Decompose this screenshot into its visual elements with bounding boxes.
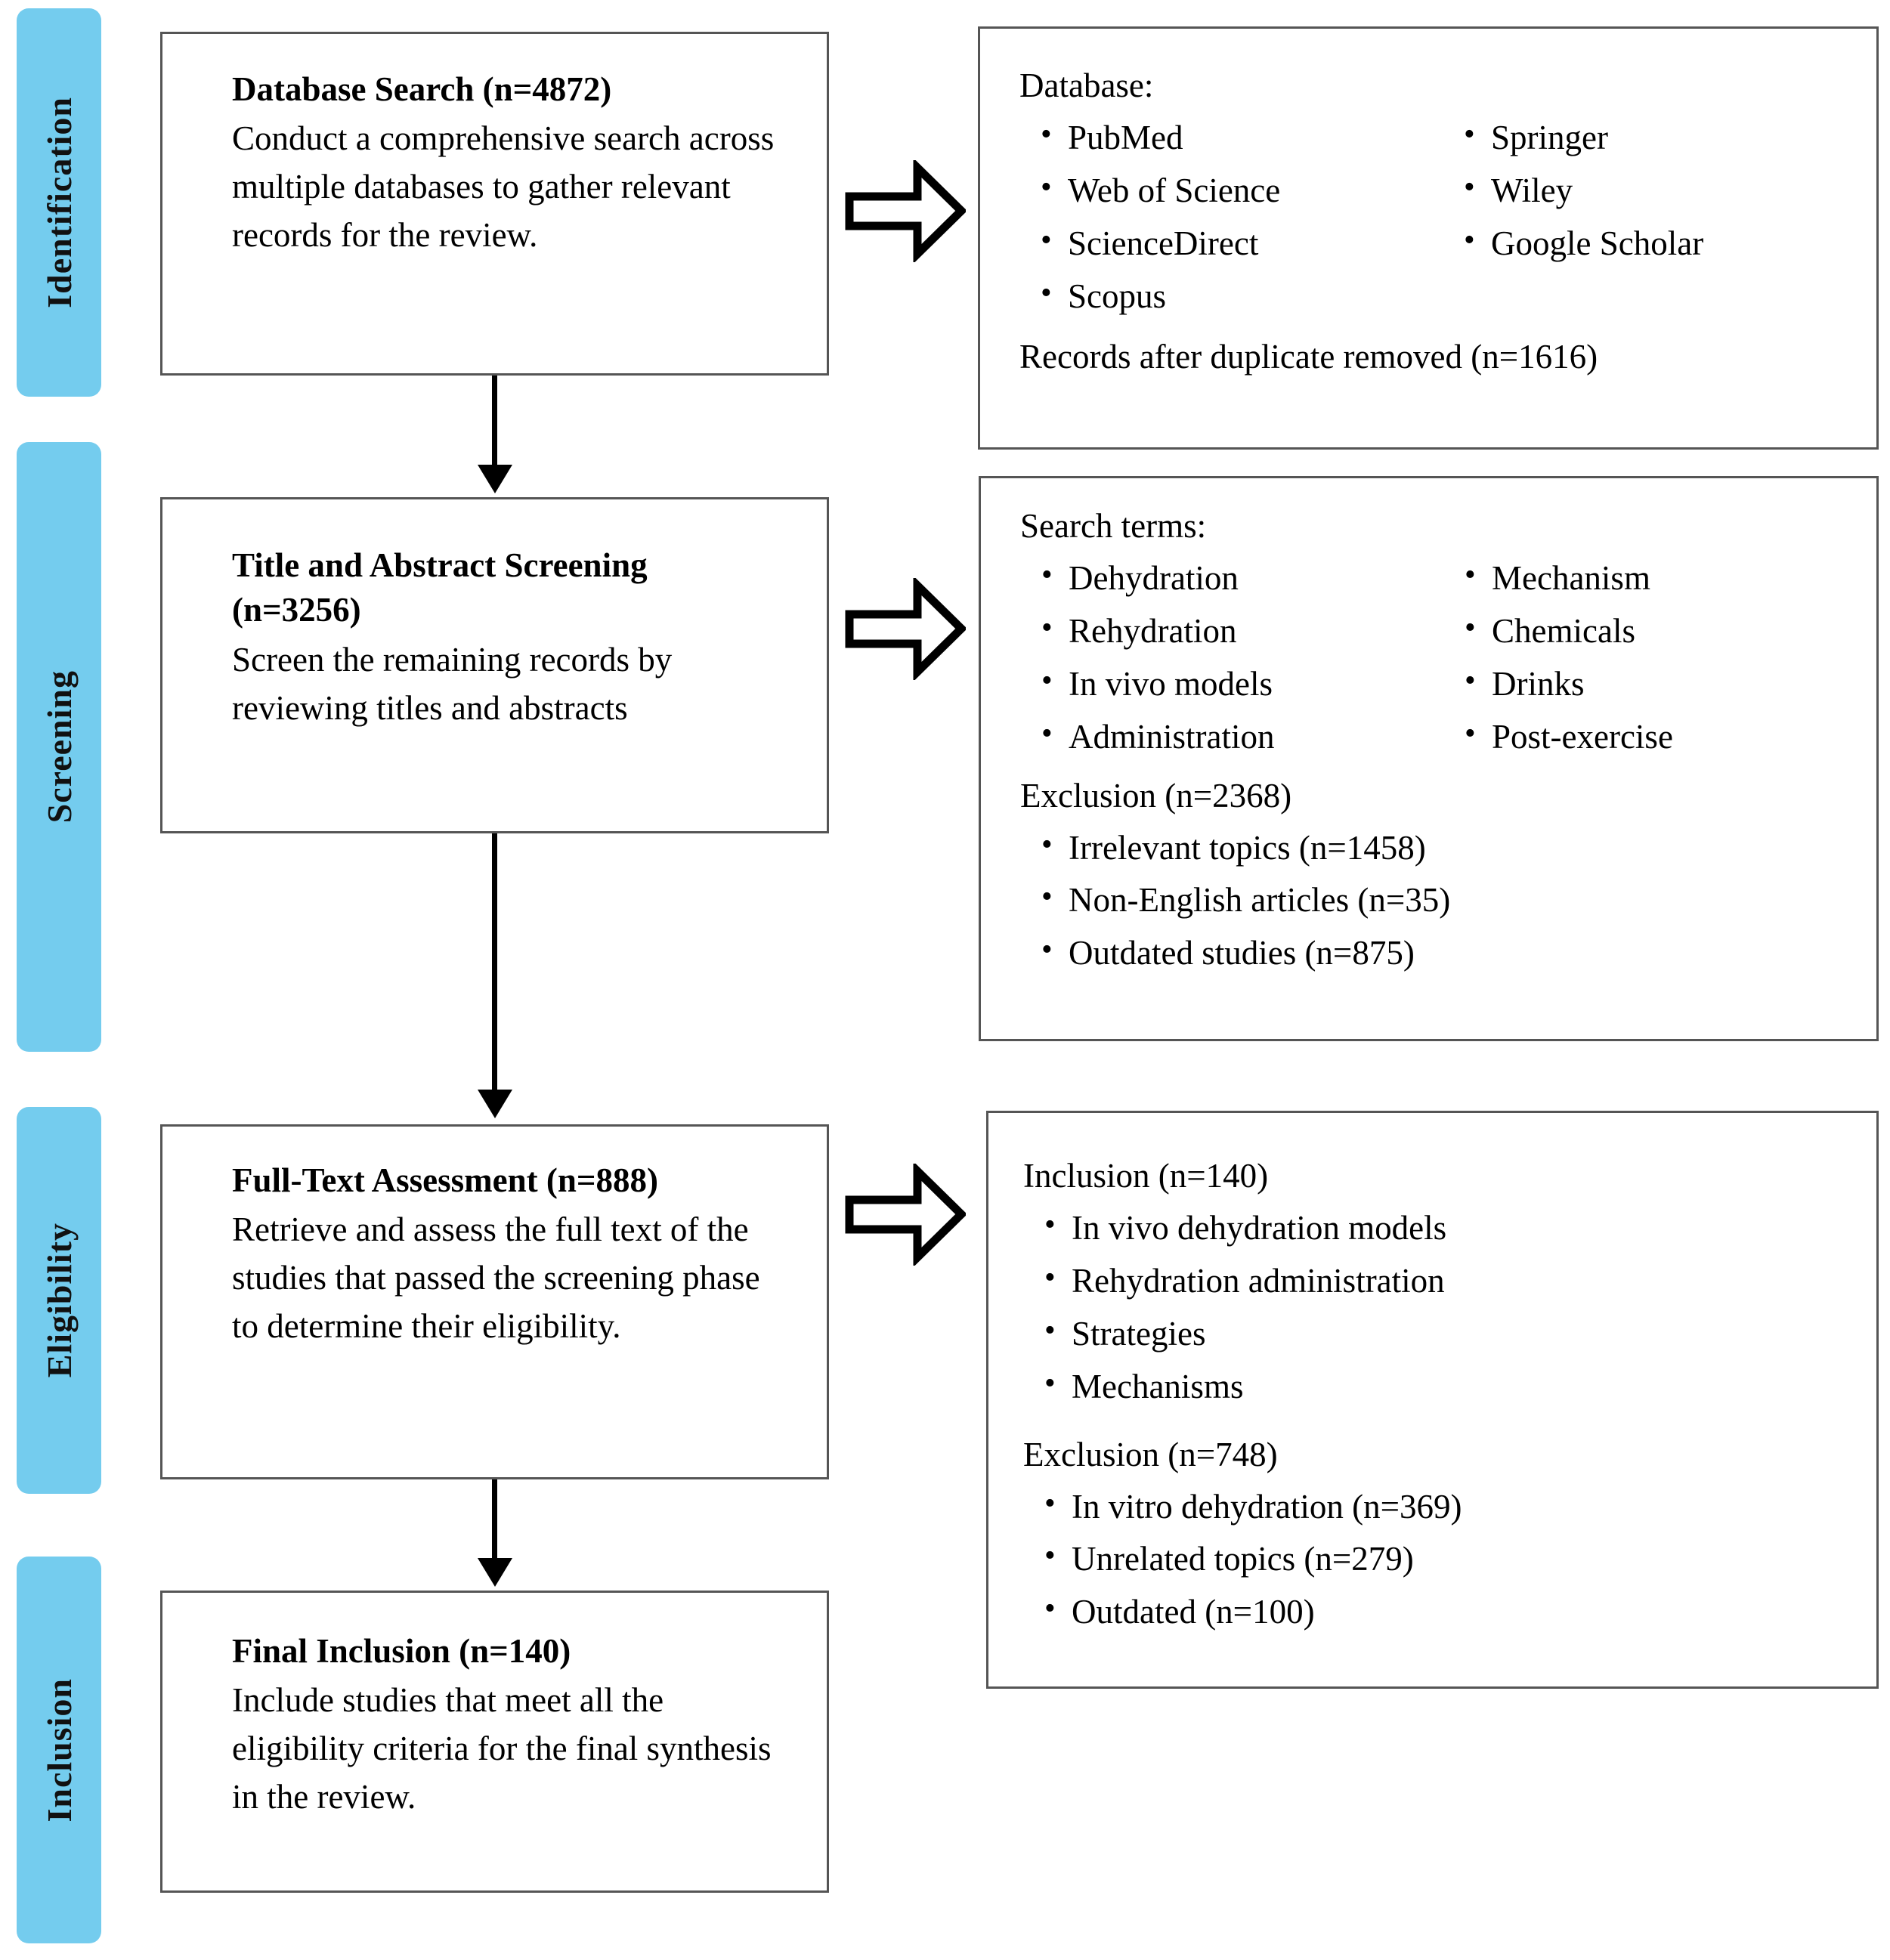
stage-label-screening: Screening [39, 670, 79, 824]
list-item: Outdated studies (n=875) [1020, 928, 1854, 978]
eligibility-exclusion-list: In vitro dehydration (n=369) Unrelated t… [1023, 1482, 1854, 1637]
stage-label-eligibility: Eligibility [39, 1223, 79, 1378]
process-box-title-abstract-screening: Title and Abstract Screening (n=3256) Sc… [160, 497, 829, 833]
list-item: Scopus [1019, 271, 1443, 321]
process-box-final-inclusion-body: Include studies that meet all the eligib… [232, 1681, 772, 1816]
block-arrow-right-icon-2 [845, 575, 967, 682]
detail-box-inclusion-heading: Inclusion (n=140) [1023, 1157, 1269, 1195]
detail-box-inclusion-exclusion: Inclusion (n=140) In vivo dehydration mo… [986, 1111, 1879, 1689]
process-box-database-search-body: Conduct a comprehensive search across mu… [232, 119, 775, 255]
process-box-final-inclusion-title: Final Inclusion (n=140) [232, 1632, 571, 1670]
detail-box-database-footer: Records after duplicate removed (n=1616) [1019, 337, 1598, 376]
process-box-full-text-assessment-body: Retrieve and assess the full text of the… [232, 1210, 760, 1346]
stage-bar-eligibility: Eligibility [17, 1107, 101, 1494]
detail-box-database-heading: Database: [1019, 66, 1154, 104]
eligibility-inclusion-list: In vivo dehydration models Rehydration a… [1023, 1203, 1854, 1411]
process-box-title-abstract-screening-body: Screen the remaining records by reviewin… [232, 640, 673, 727]
search-terms-list-left: Dehydration Rehydration In vivo models A… [1020, 553, 1443, 762]
detail-box-screening-exclusion-heading: Exclusion (n=2368) [1020, 776, 1292, 815]
list-item: Chemicals [1443, 606, 1673, 656]
block-arrow-right-icon-3 [845, 1161, 967, 1268]
list-item: Outdated (n=100) [1023, 1587, 1854, 1637]
screening-exclusion-list: Irrelevant topics (n=1458) Non-English a… [1020, 823, 1854, 978]
detail-box-search-terms: Search terms: Dehydration Rehydration In… [979, 476, 1879, 1041]
list-item: Springer [1443, 113, 1703, 162]
stage-bar-inclusion: Inclusion [17, 1557, 101, 1943]
list-item: Unrelated topics (n=279) [1023, 1534, 1854, 1584]
stage-bar-identification: Identification [17, 8, 101, 397]
process-box-database-search: Database Search (n=4872) Conduct a compr… [160, 32, 829, 376]
list-item: ScienceDirect [1019, 218, 1443, 268]
list-item: Mechanisms [1023, 1362, 1854, 1411]
list-item: Google Scholar [1443, 218, 1703, 268]
list-item: In vivo models [1020, 659, 1443, 709]
stage-label-identification: Identification [39, 97, 79, 308]
list-item: Web of Science [1019, 165, 1443, 215]
list-item: Dehydration [1020, 553, 1443, 603]
connector-line-1 [492, 376, 497, 469]
connector-line-3 [492, 1479, 497, 1563]
list-item: Non-English articles (n=35) [1020, 875, 1854, 925]
process-box-full-text-assessment-title: Full-Text Assessment (n=888) [232, 1161, 658, 1199]
arrow-down-icon-3 [478, 1558, 512, 1587]
connector-line-2 [492, 833, 497, 1094]
list-item: Mechanism [1443, 553, 1673, 603]
process-box-title-abstract-screening-title: Title and Abstract Screening (n=3256) [232, 546, 648, 629]
list-item: Administration [1020, 712, 1443, 762]
arrow-down-icon-2 [478, 1090, 512, 1118]
stage-bar-screening: Screening [17, 442, 101, 1052]
detail-box-search-terms-heading: Search terms: [1020, 507, 1207, 545]
detail-box-eligibility-exclusion-heading: Exclusion (n=748) [1023, 1435, 1278, 1473]
list-item: Rehydration administration [1023, 1256, 1854, 1306]
process-box-final-inclusion: Final Inclusion (n=140) Include studies … [160, 1591, 829, 1893]
list-item: Drinks [1443, 659, 1673, 709]
process-box-database-search-title: Database Search (n=4872) [232, 70, 612, 108]
database-list-right: Springer Wiley Google Scholar [1443, 113, 1703, 268]
search-terms-list-right: Mechanism Chemicals Drinks Post-exercise [1443, 553, 1673, 762]
detail-box-database: Database: PubMed Web of Science ScienceD… [978, 26, 1879, 450]
block-arrow-right-icon-1 [845, 157, 967, 264]
list-item: Post-exercise [1443, 712, 1673, 762]
list-item: Strategies [1023, 1309, 1854, 1359]
list-item: Irrelevant topics (n=1458) [1020, 823, 1854, 873]
list-item: Wiley [1443, 165, 1703, 215]
arrow-down-icon-1 [478, 465, 512, 493]
process-box-full-text-assessment: Full-Text Assessment (n=888) Retrieve an… [160, 1124, 829, 1479]
list-item: In vitro dehydration (n=369) [1023, 1482, 1854, 1532]
list-item: Rehydration [1020, 606, 1443, 656]
stage-label-inclusion: Inclusion [39, 1677, 79, 1822]
list-item: PubMed [1019, 113, 1443, 162]
list-item: In vivo dehydration models [1023, 1203, 1854, 1253]
database-list-left: PubMed Web of Science ScienceDirect Scop… [1019, 113, 1443, 321]
